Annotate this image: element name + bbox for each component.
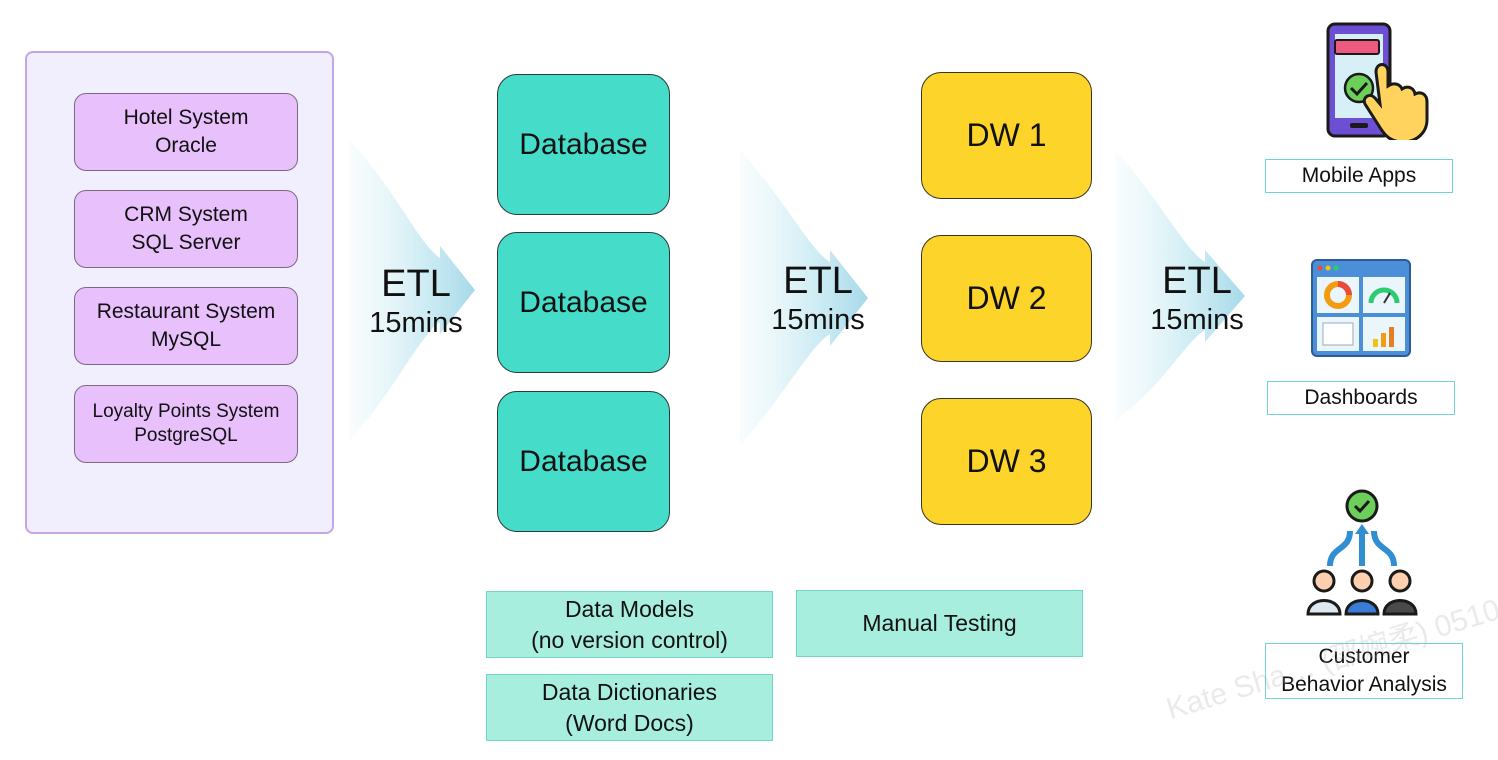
etl-title: ETL bbox=[1162, 260, 1232, 302]
source-crm-system: CRM System SQL Server bbox=[74, 190, 298, 268]
customer-behavior-icon bbox=[1306, 489, 1418, 616]
label-mobile-apps: Mobile Apps bbox=[1265, 159, 1453, 193]
dashboard-icon bbox=[1311, 259, 1411, 357]
dw-1: DW 1 bbox=[921, 72, 1092, 199]
dw-2: DW 2 bbox=[921, 235, 1092, 362]
source-restaurant-system: Restaurant System MySQL bbox=[74, 287, 298, 365]
database-1: Database bbox=[497, 74, 670, 215]
flow-arrow-1 bbox=[350, 140, 475, 440]
note-detail: (Word Docs) bbox=[565, 709, 694, 736]
etl-interval: 15mins bbox=[1150, 304, 1244, 336]
dw-3: DW 3 bbox=[921, 398, 1092, 525]
note-detail: (no version control) bbox=[531, 626, 728, 653]
label-customer-behavior-analysis: Customer Behavior Analysis bbox=[1265, 643, 1463, 699]
source-name: Restaurant System bbox=[96, 300, 276, 323]
flow-arrow-2 bbox=[740, 150, 868, 445]
etl-title: ETL bbox=[381, 263, 451, 305]
mobile-phone-icon bbox=[1326, 22, 1429, 140]
etl-label-2: ETL 15mins bbox=[758, 259, 878, 337]
etl-title: ETL bbox=[783, 260, 853, 302]
source-name: CRM System bbox=[124, 203, 248, 226]
source-db: PostgreSQL bbox=[134, 425, 238, 446]
note-data-models: Data Models (no version control) bbox=[486, 591, 773, 658]
source-name: Hotel System bbox=[123, 106, 249, 129]
note-manual-testing: Manual Testing bbox=[796, 590, 1083, 657]
etl-interval: 15mins bbox=[369, 307, 463, 339]
source-db: MySQL bbox=[150, 328, 221, 351]
source-name: Loyalty Points System bbox=[92, 401, 280, 422]
note-title: Data Dictionaries bbox=[541, 678, 718, 705]
note-title: Manual Testing bbox=[862, 610, 1017, 636]
label-dashboards: Dashboards bbox=[1267, 381, 1455, 415]
etl-interval: 15mins bbox=[771, 304, 865, 336]
source-hotel-system: Hotel System Oracle bbox=[74, 93, 298, 171]
source-db: SQL Server bbox=[131, 231, 241, 254]
database-3: Database bbox=[497, 391, 670, 532]
label-line: Behavior Analysis bbox=[1281, 673, 1447, 696]
etl-label-1: ETL 15mins bbox=[356, 262, 476, 340]
note-data-dictionaries: Data Dictionaries (Word Docs) bbox=[486, 674, 773, 741]
source-db: Oracle bbox=[155, 134, 217, 157]
database-2: Database bbox=[497, 232, 670, 373]
source-loyalty-points-system: Loyalty Points System PostgreSQL bbox=[74, 385, 298, 463]
note-title: Data Models bbox=[564, 595, 695, 622]
label-line: Customer bbox=[1318, 645, 1410, 668]
flow-arrow-3 bbox=[1115, 150, 1245, 420]
etl-label-3: ETL 15mins bbox=[1137, 259, 1257, 337]
